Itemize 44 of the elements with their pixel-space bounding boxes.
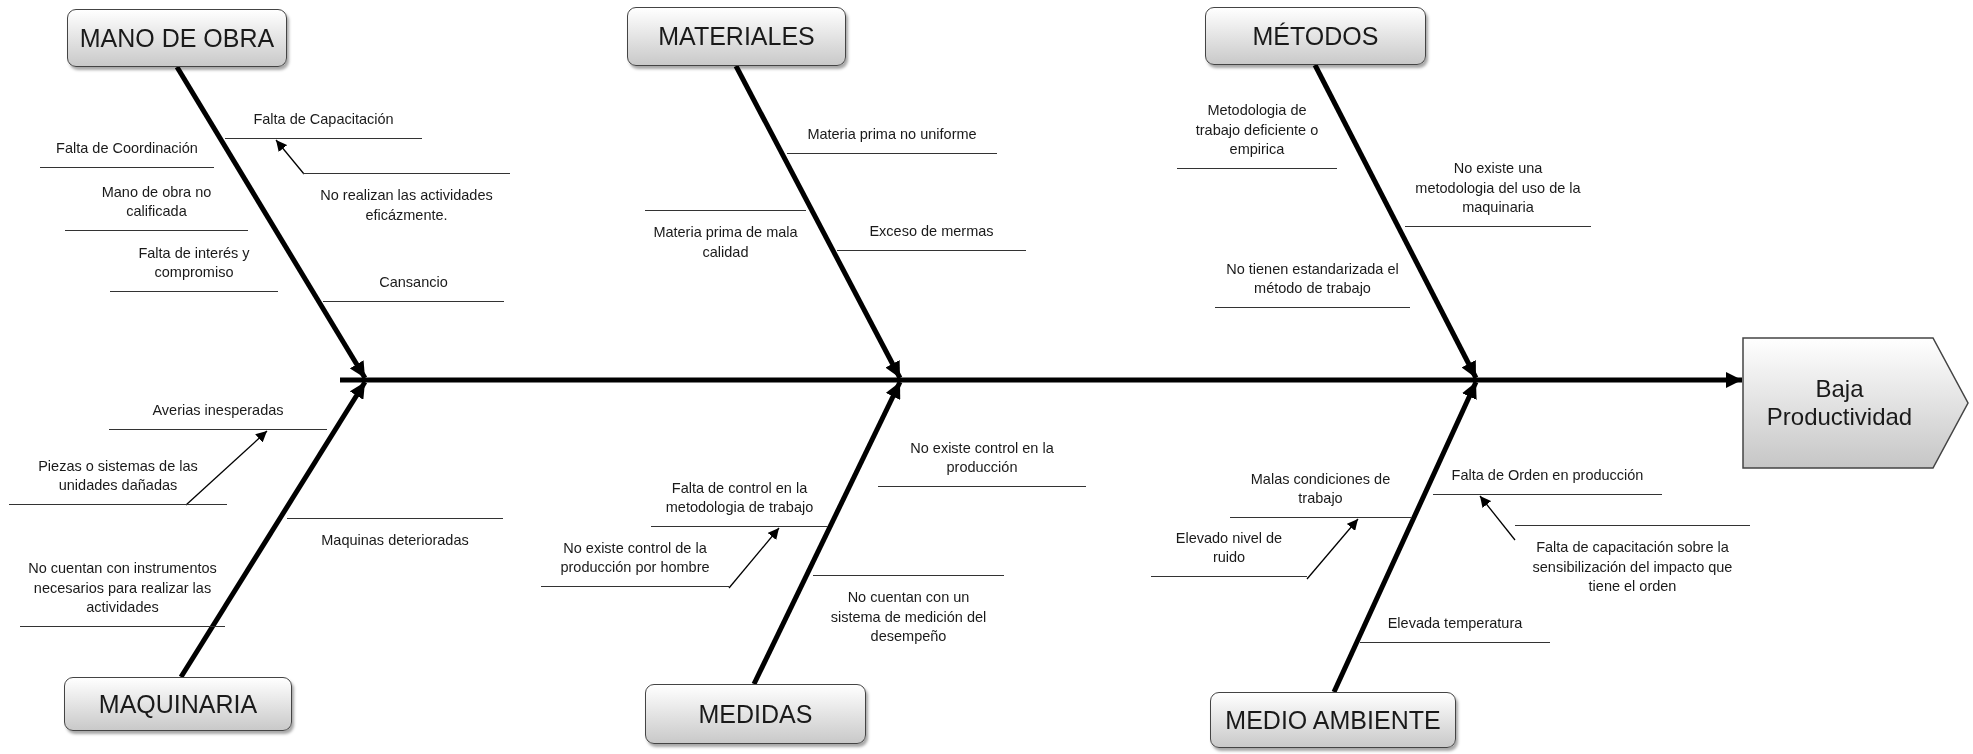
cause-label: No existe una metodologia del uso de la maquinaria xyxy=(1405,159,1591,227)
arrow xyxy=(728,527,780,589)
category-box: MANO DE OBRA xyxy=(67,9,287,67)
cause-label: Averias inesperadas xyxy=(109,401,327,430)
cause-label: Falta de control en la metodologia de trabajo xyxy=(651,478,828,527)
cause-label: Materia prima no uniforme xyxy=(787,125,997,154)
cause-label: No cuentan con instrumentos necesarios para realizar las actividades xyxy=(20,559,225,627)
bone-arrow xyxy=(174,65,368,380)
arrow xyxy=(185,430,268,506)
cause-label: Falta de Orden en producción xyxy=(1433,466,1662,495)
effect-box: Baja Productividad xyxy=(1742,337,1969,469)
bone-arrow xyxy=(178,380,368,679)
cause-label: Falta de capacitación sobre la sensibilización del impacto que tiene el orden xyxy=(1515,525,1750,597)
category-box: MAQUINARIA xyxy=(64,677,292,731)
cause-label: Falta de Coordinación xyxy=(40,139,214,168)
cause-label: Exceso de mermas xyxy=(837,222,1026,251)
category-box: MEDIDAS xyxy=(645,684,866,744)
cause-label: Maquinas deterioradas xyxy=(287,518,503,551)
bone-arrow xyxy=(733,64,903,380)
cause-label: Falta de Capacitación xyxy=(225,110,422,139)
category-box: MÉTODOS xyxy=(1205,7,1426,65)
cause-label: Cansancio xyxy=(323,273,504,302)
cause-label: Elevada temperatura xyxy=(1360,614,1550,643)
spine-arrow xyxy=(340,372,1742,388)
cause-label: Materia prima de mala calidad xyxy=(645,210,806,263)
cause-label: Piezas o sistemas de las unidades dañadas xyxy=(9,456,227,505)
bone-arrow xyxy=(751,380,903,686)
arrow xyxy=(1479,495,1516,541)
cause-label: Mano de obra no calificada xyxy=(65,182,248,231)
cause-label: Metodologia de trabajo deficiente o empirica xyxy=(1177,101,1337,169)
arrow xyxy=(275,139,305,175)
bone-arrow xyxy=(1331,380,1479,694)
cause-label: No cuentan con un sistema de medición del desempeño xyxy=(813,575,1004,647)
cause-label: No realizan las actividades eficázmente. xyxy=(303,173,510,226)
category-box: MEDIO AMBIENTE xyxy=(1210,692,1456,748)
category-box: MATERIALES xyxy=(627,7,846,66)
cause-label: Malas condiciones de trabajo xyxy=(1230,469,1411,518)
cause-label: No existe control de la producción por hombre xyxy=(541,538,729,587)
cause-label: Falta de interés y compromiso xyxy=(110,243,278,292)
arrow xyxy=(1306,518,1359,580)
bone-arrow xyxy=(1312,63,1479,380)
cause-label: Elevado nivel de ruido xyxy=(1151,528,1307,577)
cause-label: No tienen estandarizada el método de trabajo xyxy=(1215,259,1410,308)
cause-label: No existe control en la producción xyxy=(878,438,1086,487)
